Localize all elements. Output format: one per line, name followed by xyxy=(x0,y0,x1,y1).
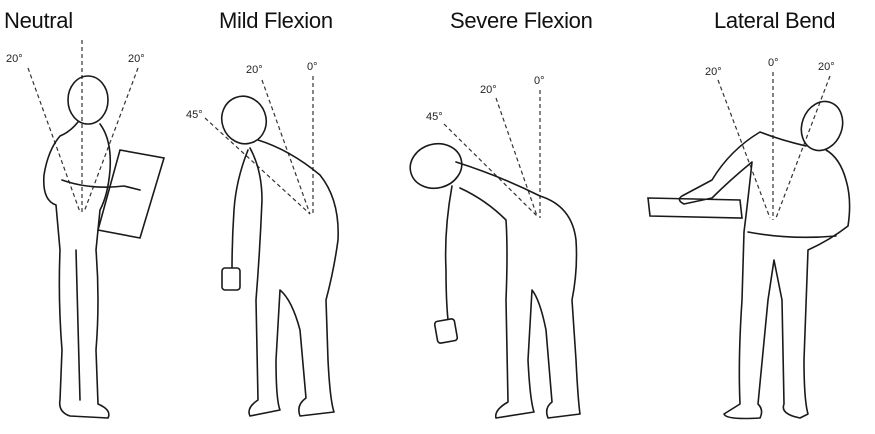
angle-label-20: 20° xyxy=(480,84,497,96)
angle-label-45: 45° xyxy=(186,109,203,121)
figure-hand xyxy=(222,268,240,290)
reference-line-left xyxy=(718,80,770,218)
figure-body xyxy=(679,132,849,419)
panel-mild-flexion: 45° 20° 0° xyxy=(186,61,338,416)
reference-line-right xyxy=(776,76,830,218)
figure-body xyxy=(249,140,338,416)
figure-head xyxy=(405,138,467,194)
figure-hand xyxy=(434,318,458,343)
figure-head xyxy=(795,96,850,157)
panel-severe-flexion: 45° 20° 0° xyxy=(405,75,580,418)
figure-head xyxy=(215,90,273,150)
figure-head xyxy=(68,76,108,124)
angle-label-0: 0° xyxy=(534,75,545,87)
angle-label-0: 0° xyxy=(307,61,318,73)
panel-lateral-bend: 20° 0° 20° xyxy=(648,57,850,419)
clipboard xyxy=(98,150,164,238)
panel-title-severe-flexion: Severe Flexion xyxy=(450,8,593,34)
figure-body xyxy=(456,162,580,418)
angle-label-left: 20° xyxy=(6,53,23,65)
angle-label-right: 20° xyxy=(818,61,835,73)
angle-label-center: 0° xyxy=(768,57,779,69)
angle-label-left: 20° xyxy=(705,66,722,78)
angle-label-right: 20° xyxy=(128,53,145,65)
figure-arm xyxy=(748,232,836,237)
panel-neutral: 20° 20° xyxy=(6,40,164,418)
panel-title-mild-flexion: Mild Flexion xyxy=(219,8,333,34)
figure-arm xyxy=(232,150,248,270)
reference-line-left xyxy=(28,68,80,212)
angle-label-45: 45° xyxy=(426,111,443,123)
panel-title-lateral-bend: Lateral Bend xyxy=(714,8,835,34)
angle-label-20: 20° xyxy=(246,64,263,76)
reference-line-45 xyxy=(444,124,537,216)
figure-leg-divider xyxy=(76,250,80,400)
panel-title-neutral: Neutral xyxy=(4,8,73,34)
figure-arm xyxy=(446,186,452,320)
reference-line-20 xyxy=(262,80,310,214)
reference-line-20 xyxy=(496,98,537,216)
